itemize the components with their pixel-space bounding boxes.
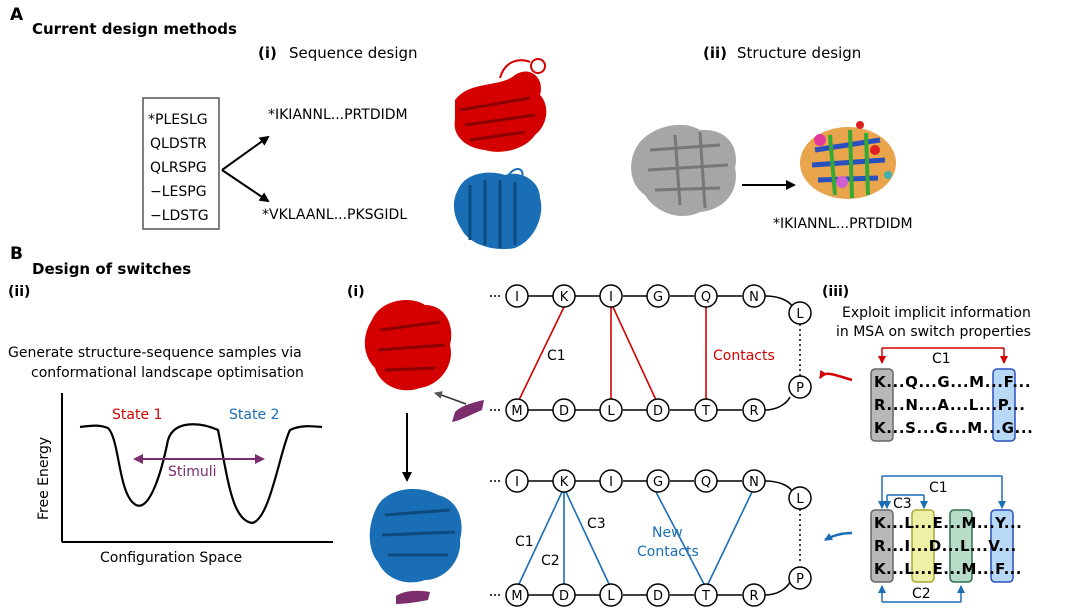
contact-graph-top: C1 Contacts I K I G Q N L M D L D T R P [490,284,812,422]
top-node-1: I [515,290,519,305]
b-top-node-5: Q [701,475,711,490]
msa-line-2: QLDSTR [150,136,207,152]
top-node-6: N [749,290,759,305]
msa-line-3: QLRSPG [150,160,207,176]
top-node-L: L [796,307,804,322]
blue-switch-protein-icon [369,489,462,583]
blue-curved-arrow [824,531,853,542]
c1-bottom-label: C1 [515,534,534,550]
fork-arrow-up [221,135,270,171]
iii-text-1: Exploit implicit information [842,305,1031,321]
msa2-row-2: R...I...D...L...V... [874,537,1017,555]
b-top-node-2: K [560,475,569,490]
b-top-node-1: I [515,475,519,490]
energy-curve [79,423,323,525]
ii-label: (ii) [8,284,30,300]
fork-arrow-down [221,169,270,203]
state2-label: State 2 [229,407,279,423]
b-bottom-node-1: M [511,589,522,604]
b-bottom-node-2: D [559,589,569,604]
red-protein-icon [454,58,547,152]
plot-ylabel: Free Energy [36,437,52,520]
seq-red: *IKIANNL...PRTDIDM [268,107,408,123]
panel-a-title: Current design methods [32,20,237,38]
msa1-row-2: R...N...A...L...P... [874,396,1026,414]
b-top-node-3: I [609,475,613,490]
top-node-5: Q [701,290,711,305]
panel-a-letter: A [10,5,24,25]
ii-text-2: conformational landscape optimisation [31,365,304,381]
panel-b-title: Design of switches [32,260,191,278]
peptide-bottom-icon [396,590,430,604]
top-bottom-node-5: T [701,404,710,419]
b-node-P: P [796,572,804,587]
msa2-col-e [949,509,973,583]
b-top-node-4: G [653,475,663,490]
red-curved-arrow [818,369,853,382]
msa2-col-k [870,509,894,583]
msa1-c1-label: C1 [932,351,951,367]
energy-landscape-plot: State 1 State 2 Stimuli Free Energy Conf… [36,393,333,566]
c1-top-label: C1 [547,348,566,364]
ii-text-1: Generate structure-sequence samples via [8,345,302,361]
msa-bottom: C1 C3 K...L...E...M...Y... R...I...D...L… [870,475,1022,603]
structure-sequence: *IKIANNL...PRTDIDM [773,216,913,232]
top-bottom-node-4: D [653,404,663,419]
panel-b-letter: B [10,244,23,264]
contact-graph-bottom: C1 C2 C3 New Contacts I K I G Q N L M D … [490,469,812,607]
c3-bottom-label: C3 [587,516,606,532]
b-bottom-node-4: D [653,589,663,604]
b-node-L: L [796,492,804,507]
msa2-c2-label: C2 [912,586,931,602]
msa1-col-k [870,368,894,442]
msa-box [142,97,220,230]
msa1-col-m [992,368,1016,442]
top-bottom-node-2: D [559,404,569,419]
stimuli-label: Stimuli [168,464,217,480]
b-bottom-node-6: R [749,589,758,604]
msa1-row-1: K...Q...G...M...F... [874,373,1031,391]
seq-blue: *VKLAANL...PKSGIDL [262,207,407,223]
blue-protein-icon [453,168,542,250]
iii-label: (iii) [822,284,849,300]
msa-line-1: *PLESLG [148,112,208,128]
msa2-col-l [911,509,935,583]
struct-heading-num: (ii) [703,44,727,62]
msa-top: C1 K...Q...G...M...F... R...N...A...L...… [870,347,1033,442]
new-contacts-label-2: Contacts [637,544,699,560]
c2-bottom-label: C2 [541,553,560,569]
grey-protein-icon [631,124,736,216]
seq-heading-num: (i) [258,44,277,62]
contacts-label: Contacts [713,348,775,364]
msa2-row-1: K...L...E...M...Y... [874,514,1022,532]
msa1-row-3: K...S...G...M...G... [874,419,1033,437]
state1-label: State 1 [112,407,162,423]
top-bottom-node-6: R [749,404,758,419]
top-bottom-node-1: M [511,404,522,419]
new-contacts-label-1: New [652,525,683,541]
iii-text-2: in MSA on switch properties [836,324,1031,340]
top-node-3: I [609,290,613,305]
msa-line-4: −LESPG [150,184,207,200]
peptide-top-icon [452,400,484,422]
struct-heading: Structure design [737,44,861,62]
red-switch-protein-icon [364,300,452,391]
top-node-P: P [796,381,804,396]
multicolor-protein-icon [800,121,896,199]
msa2-c3-label: C3 [893,496,912,512]
b-top-node-6: N [749,475,759,490]
top-bottom-node-3: L [607,404,615,419]
b-bottom-node-5: T [701,589,710,604]
top-node-2: K [560,290,569,305]
binding-arrow [434,391,467,405]
msa-line-5: −LDSTG [150,208,209,224]
msa2-col-m [990,509,1014,583]
seq-heading: Sequence design [289,44,418,62]
top-node-4: G [653,290,663,305]
msa2-row-3: K...L...E...M...F... [874,560,1022,578]
msa2-c1-label: C1 [929,480,948,496]
plot-xlabel: Configuration Space [100,550,242,566]
b-bottom-node-3: L [607,589,615,604]
i-label: (i) [347,284,365,300]
